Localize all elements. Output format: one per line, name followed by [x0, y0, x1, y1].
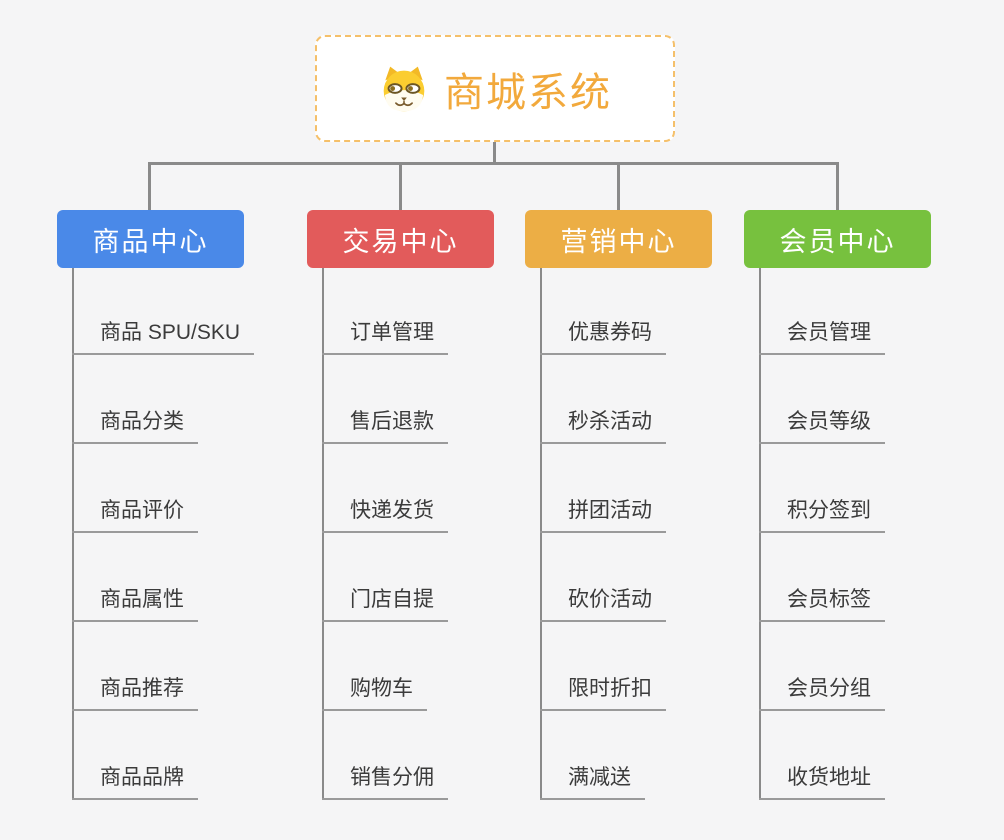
branch-label: 营销中心: [560, 226, 677, 257]
leaf-node[interactable]: 商品属性: [72, 583, 198, 622]
connector-drop-members: [836, 162, 839, 210]
leaf-node[interactable]: 限时折扣: [540, 672, 666, 711]
leaf-node[interactable]: 门店自提: [322, 583, 448, 622]
connector-root-stem: [493, 142, 496, 163]
leaf-node[interactable]: 积分签到: [759, 494, 885, 533]
branch-node-products[interactable]: 商品中心: [57, 210, 244, 268]
branch-label: 会员中心: [779, 226, 896, 257]
branch-label: 商品中心: [92, 226, 209, 257]
leaf-node[interactable]: 快递发货: [322, 494, 448, 533]
branch-spine-members: [759, 268, 761, 800]
branch-spine-trade: [322, 268, 324, 800]
leaf-node[interactable]: 商品 SPU/SKU: [72, 316, 255, 355]
leaf-node[interactable]: 收货地址: [759, 761, 885, 800]
leaf-node[interactable]: 商品分类: [72, 405, 198, 444]
branch-items-marketing: 优惠券码 秒杀活动 拼团活动 砍价活动 限时折扣 满减送: [540, 266, 666, 800]
connector-bus: [148, 162, 839, 165]
branch-node-trade[interactable]: 交易中心: [307, 210, 494, 268]
branch-items-products: 商品 SPU/SKU 商品分类 商品评价 商品属性 商品推荐 商品品牌: [72, 266, 255, 800]
leaf-node[interactable]: 会员等级: [759, 405, 885, 444]
connector-drop-trade: [399, 162, 402, 210]
branch-spine-marketing: [540, 268, 542, 800]
leaf-node[interactable]: 售后退款: [322, 405, 448, 444]
root-node[interactable]: 商城系统: [315, 35, 675, 142]
branch-node-members[interactable]: 会员中心: [744, 210, 931, 268]
branch-node-marketing[interactable]: 营销中心: [525, 210, 712, 268]
leaf-node[interactable]: 订单管理: [322, 316, 448, 355]
leaf-node[interactable]: 商品品牌: [72, 761, 198, 800]
branch-items-trade: 订单管理 售后退款 快递发货 门店自提 购物车 销售分佣: [322, 266, 448, 800]
leaf-node[interactable]: 商品评价: [72, 494, 198, 533]
leaf-node[interactable]: 会员管理: [759, 316, 885, 355]
root-title: 商城系统: [444, 70, 612, 115]
leaf-node[interactable]: 购物车: [322, 672, 427, 711]
connector-drop-marketing: [617, 162, 620, 210]
branch-spine-products: [72, 268, 74, 800]
branch-items-members: 会员管理 会员等级 积分签到 会员标签 会员分组 收货地址: [759, 266, 885, 800]
leaf-node[interactable]: 秒杀活动: [540, 405, 666, 444]
leaf-node[interactable]: 满减送: [540, 761, 645, 800]
connector-drop-products: [148, 162, 151, 210]
branch-label: 交易中心: [342, 226, 459, 257]
leaf-node[interactable]: 优惠券码: [540, 316, 666, 355]
leaf-node[interactable]: 砍价活动: [540, 583, 666, 622]
leaf-node[interactable]: 销售分佣: [322, 761, 448, 800]
leaf-node[interactable]: 会员标签: [759, 583, 885, 622]
leaf-node[interactable]: 拼团活动: [540, 494, 666, 533]
leaf-node[interactable]: 会员分组: [759, 672, 885, 711]
leaf-node[interactable]: 商品推荐: [72, 672, 198, 711]
dog-face-icon: [383, 66, 425, 112]
